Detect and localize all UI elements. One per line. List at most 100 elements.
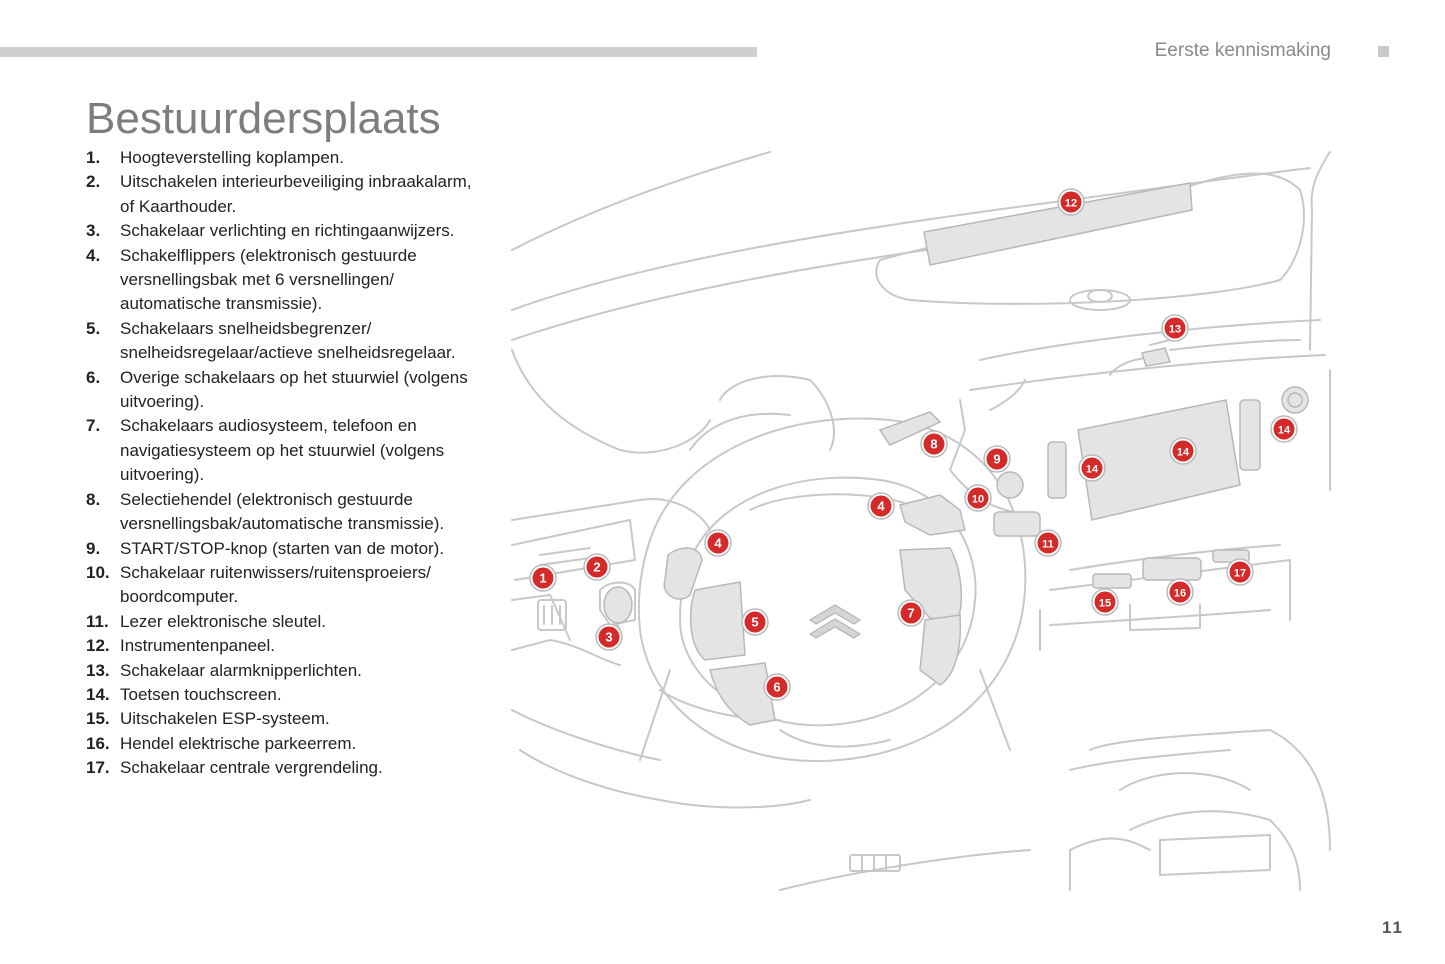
legend-item: 4.Schakelflippers (elektronisch gestuurd…: [86, 244, 486, 317]
legend-item: 8.Selectiehendel (elektronisch gestuurde…: [86, 488, 486, 537]
legend-item-number: 12.: [86, 636, 110, 656]
legend-item-text: Toetsen touchscreen.: [120, 684, 282, 704]
legend-item: 12. Instrumentenpaneel.: [86, 634, 486, 658]
callout-label: 17: [1234, 568, 1246, 580]
callout-label: 11: [1042, 539, 1054, 551]
callout-marker: 5: [741, 608, 769, 636]
callout-dot: [744, 611, 766, 633]
legend-list: 1. Hoogteverstelling koplampen. 2. Uitschak…: [86, 146, 486, 781]
callout-dot: [1037, 532, 1059, 554]
legend-item-number: 16.: [86, 733, 110, 753]
callout-marker: 15: [1091, 588, 1119, 616]
legend-item-number: 7.: [86, 416, 101, 436]
callout-marker: 14: [1078, 454, 1106, 482]
legend-item: 14.Toetsen touchscreen.: [86, 683, 486, 707]
legend-item-text: Schakelaar ruitenwissers/ruitensproeiers…: [120, 562, 431, 607]
callout-dot: [967, 487, 989, 509]
callout-dot: [1081, 457, 1103, 479]
legend-item-text: Schakelaar centrale vergrendeling.: [120, 758, 383, 778]
legend-item-text: Schakelaars audiosysteem, telefoon en na…: [120, 416, 445, 485]
legend-item-number: 13.: [86, 660, 110, 680]
callout-dot: [1094, 591, 1116, 613]
callout-label: 2: [593, 560, 600, 575]
callout-dot: [1060, 191, 1082, 213]
callout-dot: [1172, 440, 1194, 462]
legend-item: 13.Schakelaar alarmknipperlichten.: [86, 659, 486, 683]
legend-item-text: Instrumentenpaneel.: [120, 636, 275, 656]
callout-marker: 7: [897, 599, 925, 627]
legend-item: 15.Uitschakelen ESP-systeem.: [86, 707, 486, 731]
legend-item-text: Uitschakelen ESP-systeem.: [120, 709, 330, 729]
callout-marker: 9: [983, 445, 1011, 473]
legend-item-text: Overige schakelaars op het stuurwiel (vo…: [120, 367, 468, 412]
callout-label: 12: [1065, 198, 1077, 210]
legend-item-text: Hoogteverstelling koplampen.: [120, 148, 344, 167]
callout-marker: 10: [964, 484, 992, 512]
page-number: 11: [1382, 918, 1404, 937]
legend-item: 5. Schakelaars snelheidsbegrenzer/ snelhe…: [86, 317, 486, 366]
callout-marker: 2: [583, 553, 611, 581]
legend-item: 9. START/STOP-knop (starten van de motor)…: [86, 537, 486, 561]
callout-label: 4: [714, 536, 722, 551]
callout-marker: 4: [704, 529, 732, 557]
legend-item: 3. Schakelaar verlichting en richtingaanw…: [86, 219, 486, 243]
legend-item: 17.Schakelaar centrale vergrendeling.: [86, 756, 486, 780]
section-title: Eerste kennismaking: [1154, 40, 1331, 61]
callout-label: 1: [539, 571, 546, 586]
legend-item-text: Lezer elektronische sleutel.: [120, 611, 327, 631]
callout-dot: [586, 556, 608, 578]
callout-dot: [1229, 561, 1251, 583]
callout-marker: 14: [1270, 415, 1298, 443]
callout-marker: 4: [867, 492, 895, 520]
callout-label: 4: [877, 499, 885, 514]
callout-label: 8: [930, 437, 937, 452]
legend-item-number: 6.: [86, 367, 101, 387]
callout-dot: [900, 602, 922, 624]
legend-item: 7. Schakelaars audiosysteem, telefoon en …: [86, 414, 486, 487]
legend-item-number: 8.: [86, 489, 101, 509]
callout-label: 5: [751, 615, 758, 630]
header-rule: [0, 47, 757, 57]
legend-item: 10. Schakelaar ruitenwissers/ruitensproei…: [86, 561, 486, 610]
page-title: Bestuurdersplaats: [86, 94, 441, 143]
callout-marker: 17: [1226, 558, 1254, 586]
callout-dot: [1169, 581, 1191, 603]
callout-label: 14: [1086, 464, 1099, 476]
callout-dot: [986, 448, 1008, 470]
callout-marker: 14: [1169, 437, 1197, 465]
callout-marker: 3: [595, 623, 623, 651]
legend-item: 1. Hoogteverstelling koplampen.: [86, 146, 486, 170]
legend-item: 16. Hendel elektrische parkeerrem.: [86, 732, 486, 756]
legend-item-number: 10.: [86, 562, 110, 582]
legend-item-text: Uitschakelen interieurbeveiliging inbraa…: [120, 172, 472, 216]
legend-item-number: 2.: [86, 172, 101, 192]
callout-label: 9: [993, 452, 1000, 467]
legend-item-number: 1.: [86, 148, 101, 167]
legend-item-number: 9.: [86, 538, 101, 558]
legend-item-number: 5.: [86, 318, 101, 338]
legend-item-text: START/STOP-knop (starten van de motor).: [120, 538, 445, 558]
callout-dot: [1164, 317, 1186, 339]
callout-dot: [766, 676, 788, 698]
callout-marker: 11: [1034, 529, 1062, 557]
legend-item-number: 3.: [86, 221, 101, 241]
callout-label: 15: [1099, 598, 1111, 610]
section-marker: [1378, 46, 1389, 57]
callout-marker: 8: [920, 430, 948, 458]
callout-dot: [532, 567, 554, 589]
callout-marker: 16: [1166, 578, 1194, 606]
callout-label: 14: [1278, 425, 1291, 437]
callout-label: 13: [1169, 324, 1181, 336]
callout-marker: 12: [1057, 188, 1085, 216]
legend-item-number: 11.: [86, 611, 109, 631]
legend-item-text: Schakelaar verlichting en richtingaanwij…: [120, 221, 455, 241]
legend-item-text: Hendel elektrische parkeerrem.: [120, 733, 357, 753]
callout-label: 3: [605, 630, 612, 645]
callout-dot: [707, 532, 729, 554]
legend-item-text: Schakelaars snelheidsbegrenzer/ snelheid…: [120, 318, 456, 363]
callout-dot: [870, 495, 892, 517]
callout-label: 14: [1177, 447, 1190, 459]
callout-label: 10: [972, 494, 984, 506]
callout-marker: 1: [529, 564, 557, 592]
